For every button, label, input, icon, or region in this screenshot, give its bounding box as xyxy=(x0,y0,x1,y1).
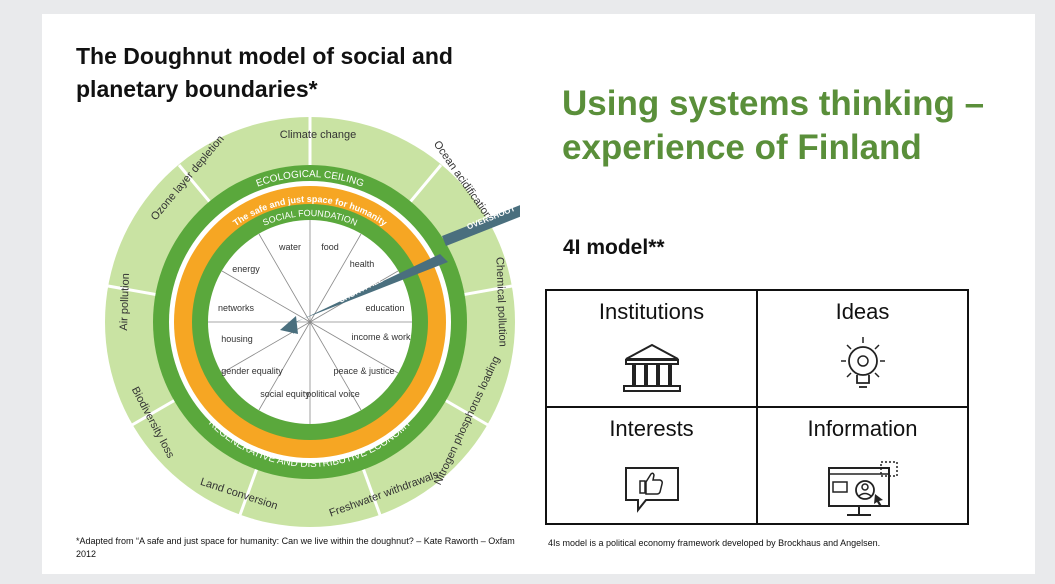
thumbs-up-icon xyxy=(624,467,679,513)
boundary-chemical-pollution: Chemical pollution xyxy=(493,257,508,347)
slide: The Doughnut model of social and planeta… xyxy=(42,14,1035,574)
boundary-air-pollution: Air pollution xyxy=(118,273,132,331)
segment-water: water xyxy=(278,242,301,252)
lightbulb-icon xyxy=(840,337,885,388)
cell-interests: Interests xyxy=(546,407,757,524)
cell-label-interests: Interests xyxy=(609,416,694,441)
cell-information: Information xyxy=(757,407,968,524)
footnote-doughnut-source: *Adapted from “A safe and just space for… xyxy=(76,536,515,559)
cell-institutions: Institutions xyxy=(546,290,757,407)
cell-label-institutions: Institutions xyxy=(598,299,705,324)
segment-health: health xyxy=(350,259,375,269)
segment-income-work: income & work xyxy=(351,332,411,342)
cell-ideas: Ideas xyxy=(757,290,968,407)
doughnut-diagram: ECOLOGICAL CEILING The safe and just spa… xyxy=(105,117,520,527)
cell-label-information: Information xyxy=(807,416,918,441)
segment-political-voice: political voice xyxy=(306,389,360,399)
segment-education: education xyxy=(365,303,404,313)
institution-icon xyxy=(622,343,681,392)
inner-dividers xyxy=(208,220,412,424)
segment-gender-equality: gender equality xyxy=(221,366,283,376)
segment-energy: energy xyxy=(232,264,260,274)
monitor-icon xyxy=(827,461,898,516)
four-i-grid: Institutions Ideas xyxy=(545,289,969,525)
boundary-climate-change: Climate change xyxy=(280,129,356,141)
segment-networks: networks xyxy=(218,303,255,313)
segment-peace-justice: peace & justice xyxy=(333,366,394,376)
footnote-4i-source: 4Is model is a political economy framewo… xyxy=(548,538,881,548)
doughnut-title: The Doughnut model of social and planeta… xyxy=(76,43,453,102)
segment-food: food xyxy=(321,242,339,252)
model-title: 4I model** xyxy=(563,236,665,259)
slide-title: Using systems thinking – experience of F… xyxy=(562,84,985,167)
segment-social-equity: social equity xyxy=(260,389,310,399)
cell-label-ideas: Ideas xyxy=(835,299,890,324)
segment-housing: housing xyxy=(221,334,253,344)
